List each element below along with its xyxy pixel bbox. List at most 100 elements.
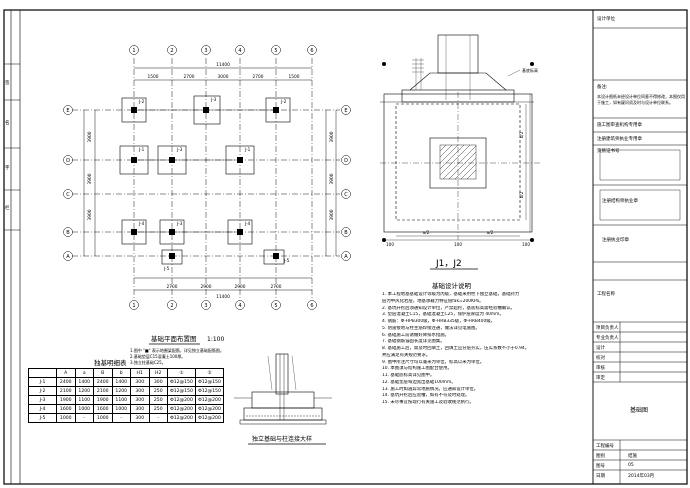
number-value: 05: [628, 463, 634, 468]
table-title: 独基明细表: [94, 358, 127, 367]
svg-text:3900: 3900: [329, 173, 335, 184]
table-header: H2: [148, 368, 168, 378]
svg-text:3900: 3900: [329, 209, 335, 220]
left-strip-label: 签: [5, 81, 10, 86]
number-label: 图号: [596, 464, 605, 469]
table-cell: -: [74, 413, 94, 423]
svg-text:J-2: J-2: [280, 99, 287, 104]
table-cell: Φ12@200: [167, 404, 196, 414]
date-label: 日期: [596, 474, 605, 479]
project-label: 工程名称: [597, 292, 615, 297]
footing-detail: 基底标高 a/2 a/2 b/2 b/2: [380, 34, 540, 270]
table-cell: -: [148, 413, 168, 423]
note-line: 1. 本工程地基基础设计等级为丙级，基础采用柱下独立基础，基础持力: [382, 292, 520, 297]
table-cell: 300: [130, 395, 150, 405]
svg-text:a/2: a/2: [487, 230, 494, 235]
table-cell: 1000: [93, 413, 113, 423]
note-line: 14. 基坑开挖后应验槽，如有不符及时处理。: [382, 393, 470, 399]
svg-text:2700: 2700: [184, 74, 195, 80]
table-cell: 250: [148, 386, 168, 396]
svg-text:a/2: a/2: [423, 230, 430, 235]
table-cell: Φ12@150: [195, 377, 224, 387]
note-line: 7. 基础钢筋锚固长度详见图集。: [382, 339, 445, 345]
table-cell: J-2: [28, 386, 57, 396]
table-cell: 1200: [111, 386, 131, 396]
note-line: 并应满足有关规范要求。: [382, 352, 431, 358]
design-notes: 1. 本工程地基基础设计等级为丙级，基础采用柱下独立基础，基础持力 层为中风化岩…: [382, 292, 582, 407]
note-line: 层为中风化岩层，地基承载力特征值fak=200KPa。: [382, 298, 484, 304]
left-strip-label: 字: [5, 166, 10, 171]
footing-labels: J-2 J-3 J-2 J-1 J-3 J-1 J-4 J-3 J-4 J-5 …: [138, 97, 290, 271]
stair-hatch: [412, 58, 424, 90]
table-cell: 300: [148, 377, 168, 387]
table-cell: 1900: [56, 395, 76, 405]
svg-text:B: B: [344, 230, 348, 236]
table-cell: Φ12@200: [195, 413, 224, 423]
svg-text:C: C: [66, 192, 70, 198]
svg-text:b/2: b/2: [519, 131, 524, 138]
svg-text:基底标高: 基底标高: [522, 67, 538, 73]
table-row: J-2 2100 1200 2100 1200 300 250 Φ12@150 …: [28, 386, 224, 396]
svg-text:4: 4: [238, 303, 241, 309]
svg-text:3900: 3900: [87, 173, 93, 184]
table-cell: 1400: [111, 377, 131, 387]
stamp-label: 施工图审查机构专用章: [597, 123, 642, 128]
table-cell: Φ12@200: [195, 404, 224, 414]
svg-text:J-4: J-4: [138, 221, 145, 226]
table-cell: 1600: [56, 404, 76, 414]
svg-text:3900: 3900: [87, 131, 93, 142]
table-header: H1: [130, 368, 150, 378]
table-cell: 300: [130, 386, 150, 396]
table-header-row: A a B b H1 H2 ① ②: [28, 368, 224, 378]
table-header: B: [93, 368, 113, 378]
svg-text:B: B: [66, 230, 70, 236]
svg-text:3900: 3900: [329, 131, 335, 142]
svg-text:J-2: J-2: [138, 99, 145, 104]
table-row: J-5 1000 - 1000 - 300 - Φ12@200 Φ12@200: [28, 413, 224, 423]
table-header: A: [56, 368, 76, 378]
table-cell: 250: [148, 395, 168, 405]
section-title: 独立基础与柱连接大样: [252, 435, 312, 443]
title-block-rules: [593, 27, 687, 484]
table-header: b: [111, 368, 131, 378]
table-cell: J-3: [28, 395, 57, 405]
design-unit-label: 设计单位: [597, 17, 615, 22]
table-cell: 1000: [74, 404, 94, 414]
svg-text:2700: 2700: [253, 74, 264, 80]
table-cell: J-4: [28, 404, 57, 414]
reg-label: 注册建筑师执业专用章: [597, 137, 642, 142]
table-cell: 1000: [111, 404, 131, 414]
axis-grid: [72, 58, 340, 300]
section-detail: [234, 353, 332, 425]
svg-text:5: 5: [274, 303, 277, 309]
svg-text:5: 5: [274, 48, 277, 54]
svg-text:J-4: J-4: [244, 221, 251, 226]
plan-title: 基础平面布置图: [151, 334, 197, 343]
note-text: 本设计图纸未经设计单位同意不得修改，本图仅用于施工，如有疑问须及时与设计单位联系…: [597, 94, 685, 105]
detail-title: J1，J2: [435, 259, 462, 269]
svg-text:J-5: J-5: [283, 258, 290, 263]
svg-text:J-3: J-3: [210, 97, 217, 102]
code-label: 工程编号: [596, 444, 614, 449]
svg-text:1: 1: [132, 303, 135, 309]
svg-text:A: A: [344, 254, 348, 260]
svg-text:2700: 2700: [167, 284, 178, 290]
column-hatch: [439, 144, 477, 180]
svg-text:2.基础垫层C15混凝土100厚。: 2.基础垫层C15混凝土100厚。: [130, 353, 185, 359]
role-label: 设计: [596, 346, 605, 351]
drawing-label: 图别: [596, 454, 605, 459]
note-label: 备注:: [597, 85, 608, 90]
table-cell: Φ12@200: [167, 413, 196, 423]
dimension-lines: [83, 67, 337, 291]
svg-text:J-5: J-5: [163, 266, 170, 271]
table-cell: 300: [130, 404, 150, 414]
svg-text:E: E: [66, 108, 69, 114]
drawing-name: 基础图: [630, 407, 649, 414]
table-cell: 1100: [74, 395, 94, 405]
seal-label: 注册执业印章: [602, 238, 629, 243]
svg-text:6: 6: [310, 48, 313, 54]
left-strip: [4, 10, 21, 484]
note-line: 3. 垫层混凝土C15，基础混凝土C25，保护层厚度为 40mm。: [382, 312, 504, 318]
table-cell: 1900: [93, 395, 113, 405]
